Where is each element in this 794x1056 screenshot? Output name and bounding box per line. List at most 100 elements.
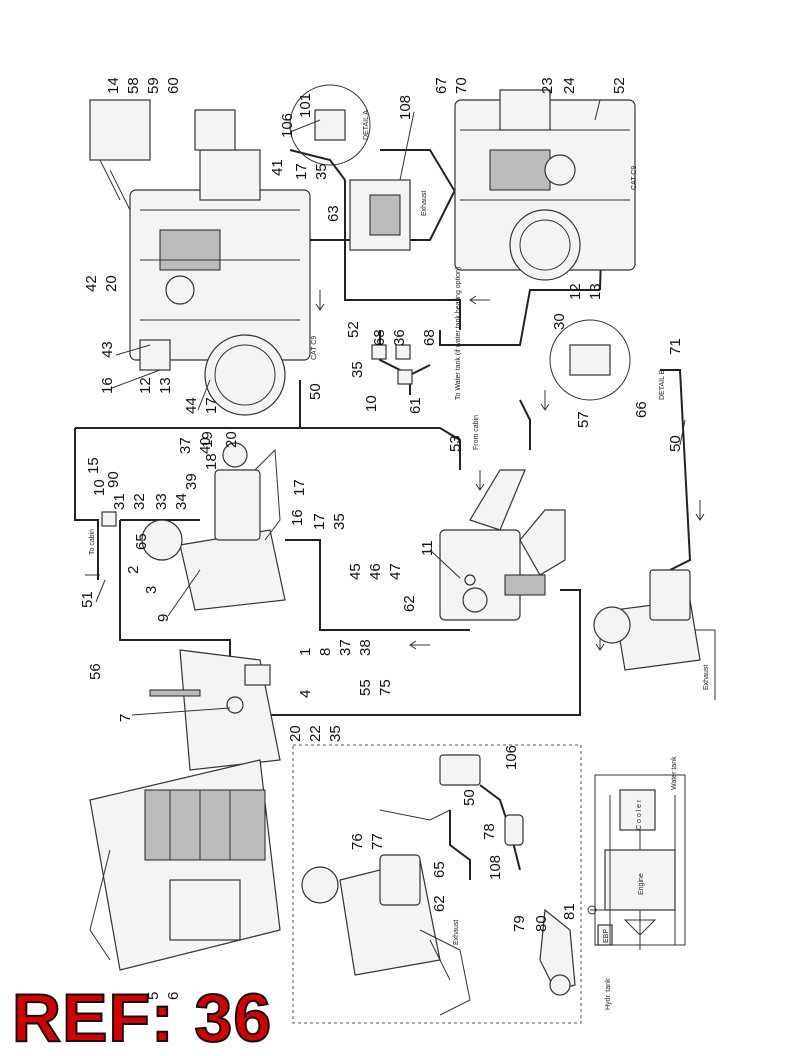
heater-valve-assembly [141,442,286,611]
callout-12b: 12 [567,283,584,300]
callout-79: 79 [511,915,528,932]
callout-23: 23 [539,77,556,94]
callout-32: 32 [131,493,148,510]
annotation-labels: DETAIL A DETAIL B Exhaust Exhaust Exhaus… [89,110,710,1010]
callout-17c: 17 [291,479,308,496]
right-lower-heater [593,569,716,700]
callout-65a: 65 [133,533,150,550]
callout-10b: 10 [91,479,108,496]
exhaust-label-top: Exhaust [421,191,428,216]
leader-lines [95,99,686,716]
callout-106a: 106 [279,113,296,138]
callout-43: 43 [99,341,116,358]
callout-59: 59 [145,77,162,94]
cooler-label: C o o l e r [636,799,643,830]
callout-50c: 50 [461,789,478,806]
callout-18: 18 [203,453,220,470]
exhaust-label-inset: Exhaust [453,920,460,945]
callout-35a: 35 [313,163,330,180]
callout-62a: 62 [401,595,418,612]
callout-35c: 35 [331,513,348,530]
callout-47: 47 [387,563,404,580]
ebp-label: EBP [603,929,610,943]
callout-31: 31 [111,493,128,510]
callout-20b: 20 [223,431,240,448]
cat-c9-label-a: CAT C9 [311,336,318,360]
callout-10a: 10 [363,395,380,412]
callout-51: 51 [79,591,96,608]
tee-fittings [101,344,413,527]
callout-16a: 16 [99,377,116,394]
machine-frame [89,759,281,971]
callout-14: 14 [105,77,122,94]
callout-67: 67 [433,77,450,94]
callout-38: 38 [357,639,374,656]
detail-a-label: DETAIL A [363,110,370,140]
callout-20c: 20 [287,725,304,742]
callout-42: 42 [83,275,100,292]
callout-46: 46 [367,563,384,580]
callout-45: 45 [347,563,364,580]
callout-19: 19 [199,431,216,448]
callout-78: 78 [481,823,498,840]
engine-label: Engine [638,873,645,895]
to-water-tank-label: To Water tank (if water tank heating opt… [455,267,462,400]
callout-13a: 13 [157,377,174,394]
reference-badge: REF: 36 [11,980,273,1056]
right-engine [454,89,636,281]
callout-80: 80 [533,915,550,932]
inset-detail [292,744,582,1024]
callout-35b: 35 [349,361,366,378]
callout-52a: 52 [611,77,628,94]
callout-1: 1 [297,648,314,656]
callout-81: 81 [561,903,578,920]
callout-17d: 17 [311,513,328,530]
callout-52b: 52 [345,321,362,338]
callout-5: 5 [145,992,162,1000]
callout-41: 41 [269,159,286,176]
callout-2: 2 [125,566,142,574]
callout-62b: 62 [431,895,448,912]
callout-90: 90 [105,471,122,488]
callout-13b: 13 [587,283,604,300]
callout-68b: 68 [421,329,438,346]
callout-16b: 16 [289,509,306,526]
callout-65b: 65 [431,861,448,878]
callout-68a: 68 [371,329,388,346]
callout-106b: 106 [503,745,520,770]
detail-b-label: DETAIL B [659,369,666,400]
callout-22: 22 [307,725,324,742]
callout-37b: 37 [337,639,354,656]
callout-101: 101 [297,93,314,118]
hydraulic-block [439,469,566,621]
callout-17a: 17 [293,163,310,180]
callout-77: 77 [369,833,386,850]
callout-33: 33 [153,493,170,510]
callout-30: 30 [551,313,568,330]
callout-61: 61 [407,397,424,414]
callout-8: 8 [317,648,334,656]
detail-b [549,319,631,401]
callout-37a: 37 [177,437,194,454]
cat-c9-label-b: CAT C9 [631,166,638,190]
callout-15: 15 [85,457,102,474]
hydraulic-tank [149,649,281,771]
schematic [587,774,686,950]
water-tank-label: Water tank [671,756,678,790]
callout-70: 70 [453,77,470,94]
callout-6: 6 [165,992,182,1000]
callout-57: 57 [575,411,592,428]
callout-12a: 12 [137,377,154,394]
callout-55: 55 [357,679,374,696]
exhaust-label-right: Exhaust [703,665,710,690]
callout-71: 71 [667,338,684,355]
part-callouts: 14 58 59 60 101 108 67 70 23 24 52 106 4… [79,77,684,1000]
callout-7: 7 [117,714,134,722]
callout-36: 36 [391,329,408,346]
callout-24: 24 [561,77,578,94]
callout-63: 63 [325,205,342,222]
callout-56: 56 [87,663,104,680]
hydr-tank-label: Hydr. tank [605,978,612,1010]
callout-9: 9 [155,614,172,622]
